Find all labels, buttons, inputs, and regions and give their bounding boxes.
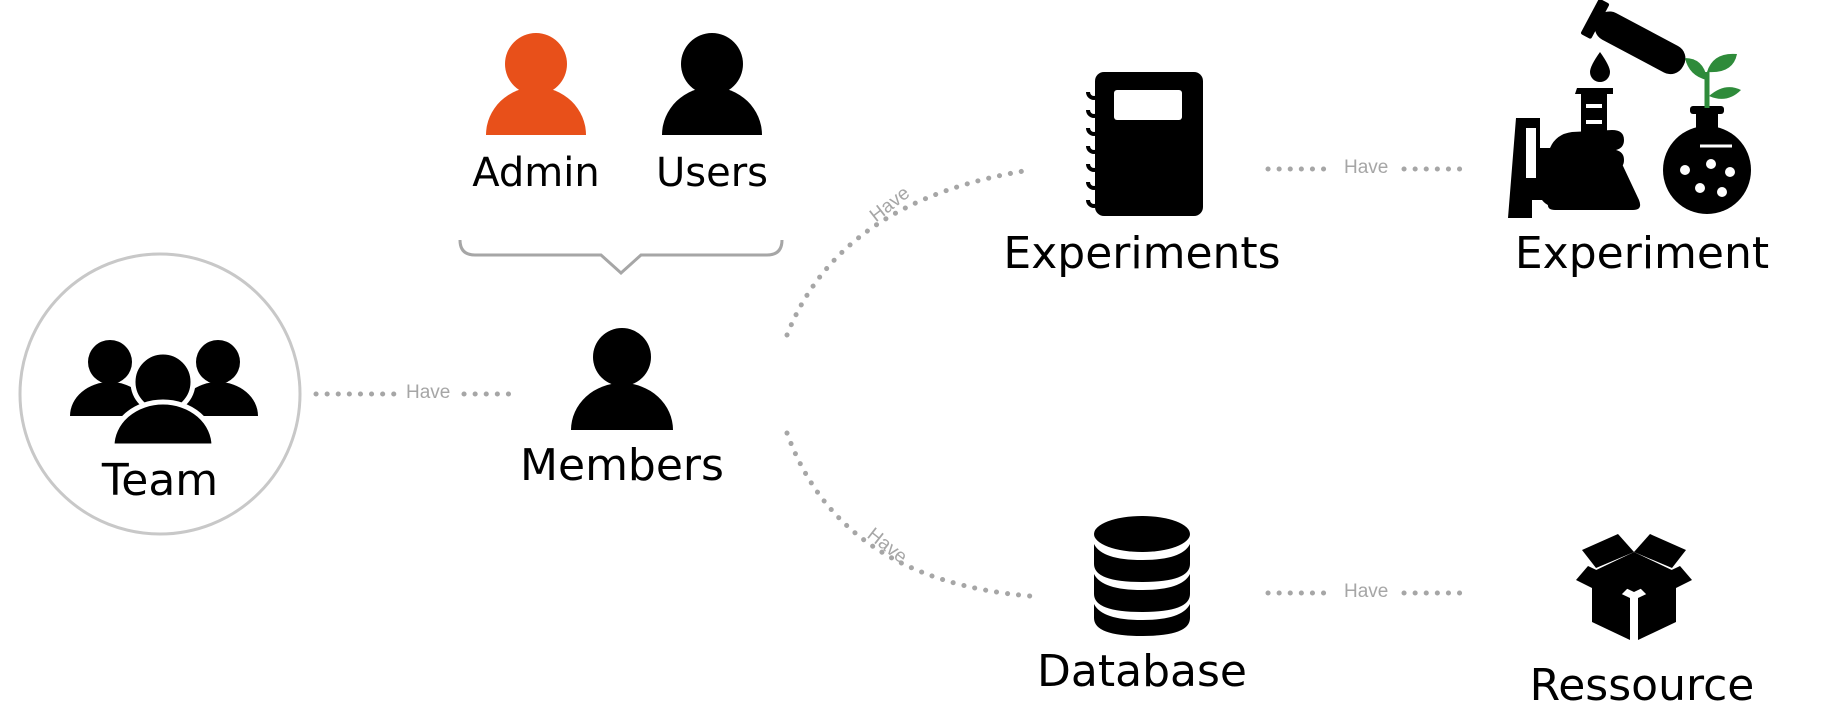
users-user-icon bbox=[662, 33, 762, 135]
open-box-icon bbox=[1576, 534, 1692, 640]
connector-curve-members-database bbox=[784, 430, 1033, 599]
members-brace bbox=[458, 239, 784, 276]
connector-label-experiments-experiment: Have bbox=[1344, 157, 1389, 178]
users-label: Users bbox=[655, 150, 769, 196]
members-label: Members bbox=[520, 440, 724, 491]
team-circle bbox=[18, 252, 302, 536]
notebook-icon bbox=[1086, 72, 1203, 216]
ressource-label: Ressource bbox=[1529, 660, 1755, 711]
experiment-label: Experiment bbox=[1514, 228, 1770, 279]
admin-label: Admin bbox=[472, 150, 600, 196]
admin-user-icon bbox=[486, 33, 586, 135]
connector-label-team-members: Have bbox=[406, 382, 451, 403]
team-label: Team bbox=[101, 455, 219, 506]
database-label: Database bbox=[1037, 646, 1247, 697]
database-icon bbox=[1094, 516, 1190, 636]
lab-flask-icon bbox=[1508, 0, 1751, 218]
connector-label-database-ressource: Have bbox=[1344, 581, 1389, 602]
members-user-icon bbox=[571, 328, 673, 430]
people-group-icon bbox=[70, 340, 258, 449]
experiments-label: Experiments bbox=[1003, 228, 1281, 279]
